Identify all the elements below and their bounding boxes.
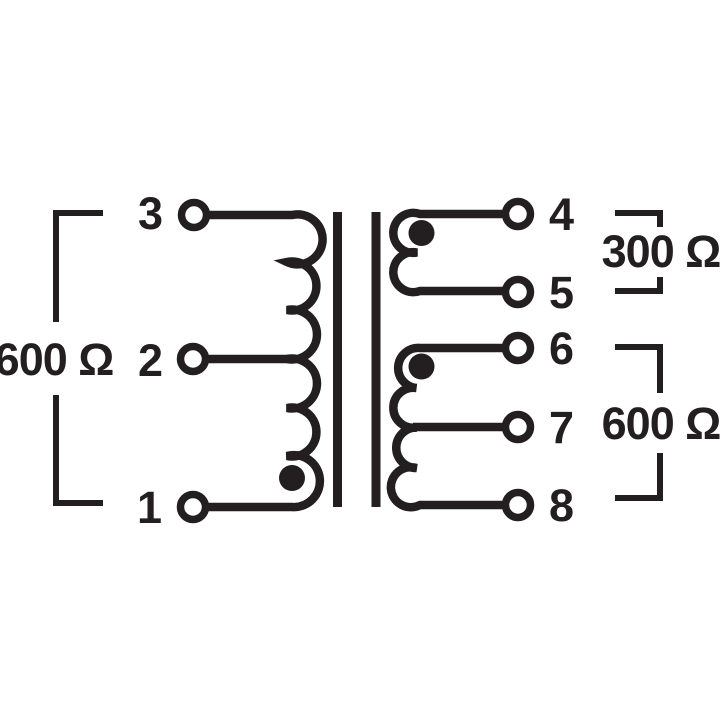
- terminal-6-label: 6: [549, 323, 573, 374]
- terminal-7-circle: [501, 410, 535, 444]
- primary-impedance-bracket: [53, 210, 103, 506]
- terminal-5-label: 5: [549, 267, 573, 318]
- windings-and-wires: [194, 208, 518, 512]
- terminal-3-circle: [177, 198, 211, 232]
- terminal-4-circle: [501, 197, 535, 231]
- terminal-1-label: 1: [137, 482, 161, 533]
- polarity-dots: [279, 220, 435, 491]
- terminal-8-circle: [501, 488, 535, 522]
- primary-impedance-label: 600 Ω: [0, 334, 113, 385]
- secondary-lower-impedance-label: 600 Ω: [602, 398, 720, 449]
- impedance-brackets: [53, 210, 663, 506]
- terminal-3-label: 3: [138, 188, 162, 239]
- terminal-8-label: 8: [549, 480, 573, 531]
- polarity-dot-secondary-upper: [408, 220, 435, 246]
- terminal-2-circle: [176, 342, 210, 376]
- polarity-dot-primary: [279, 465, 305, 491]
- polarity-dot-secondary-lower: [408, 353, 435, 380]
- secondary-upper-winding: [389, 208, 518, 297]
- secondary-lower-impedance-bracket: [615, 344, 663, 501]
- secondary-upper-impedance-bracket: [615, 210, 663, 294]
- terminal-5-circle: [501, 275, 535, 309]
- terminal-1-circle: [176, 490, 210, 524]
- terminal-6-circle: [501, 331, 535, 365]
- labels: 3 2 1 4 5 6 7 8 600 Ω 300 Ω 600 Ω: [0, 188, 720, 533]
- terminal-4-label: 4: [549, 189, 574, 240]
- terminal-7-label: 7: [549, 402, 573, 453]
- terminal-circles: [176, 197, 535, 524]
- terminal-2-label: 2: [138, 335, 162, 386]
- core: [333, 212, 381, 507]
- secondary-upper-impedance-label: 300 Ω: [602, 226, 720, 277]
